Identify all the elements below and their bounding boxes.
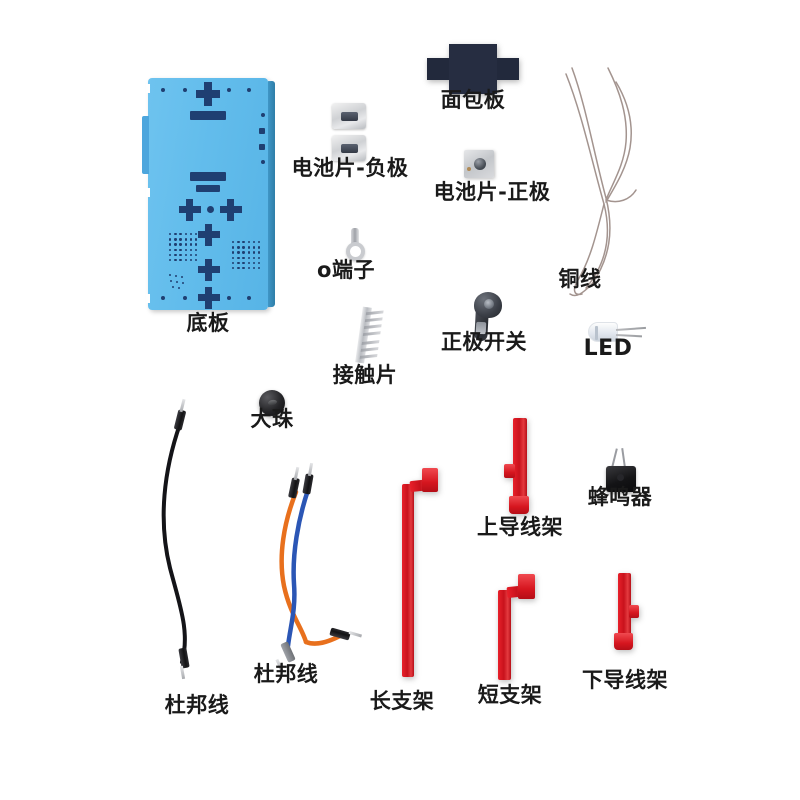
baseplate-bar-slot [196, 185, 220, 192]
label-copper-wire: 铜线 [558, 267, 602, 291]
baseplate-bar-slot [190, 111, 226, 120]
breadboard-icon [427, 44, 519, 94]
battery-contact-plate [332, 103, 366, 129]
bead-icon [259, 390, 285, 416]
buzzer-icon [600, 448, 642, 492]
positive-switch-icon [470, 292, 504, 342]
label-positive-switch: 正极开关 [441, 330, 527, 354]
o-terminal-icon [344, 228, 366, 264]
short-bracket-icon [494, 568, 538, 680]
baseplate-cross-slot [198, 224, 220, 246]
baseplate-hole [161, 88, 165, 92]
breadboard-vertical-arm [449, 44, 497, 94]
baseplate-notch [146, 188, 150, 197]
label-short-bracket: 短支架 [477, 683, 543, 707]
lower-rack-foot [614, 633, 633, 650]
led-icon [588, 318, 646, 348]
copper-wire-icon [548, 58, 658, 303]
label-contact-strip: 接触片 [332, 363, 398, 387]
baseplate-notch [146, 84, 150, 93]
label-lower-wire-rack: 下导线架 [582, 668, 668, 692]
long-bracket-head [422, 468, 438, 492]
baseplate-hole [227, 88, 231, 92]
label-dupont-wire-single: 杜邦线 [164, 693, 230, 717]
label-buzzer: 蜂鸣器 [587, 485, 653, 509]
baseplate-cross-slot [198, 287, 220, 309]
buzzer-body [606, 466, 636, 492]
baseplate-cross-slot [196, 82, 220, 106]
label-o-terminal: o端子 [317, 258, 375, 282]
label-baseplate: 底板 [186, 311, 230, 335]
upper-rack-body [513, 418, 527, 500]
baseplate-bar-slot [190, 172, 226, 181]
baseplate-hole [247, 88, 251, 92]
dupont-wire-icon [250, 460, 380, 672]
baseplate-notch [146, 294, 150, 303]
baseplate-hole [161, 296, 165, 300]
label-dupont-wire-pair: 杜邦线 [253, 662, 319, 686]
o-terminal-ring [346, 242, 365, 261]
baseplate-clip-tab [142, 116, 149, 174]
long-bracket-icon [398, 462, 442, 677]
led-lens [588, 322, 618, 342]
lower-rack-nub [629, 605, 639, 618]
baseplate-icon [142, 78, 275, 310]
label-upper-wire-rack: 上导线架 [477, 515, 563, 539]
o-terminal-stem [351, 228, 359, 244]
label-breadboard: 面包板 [440, 88, 506, 112]
baseplate-cross-slot [179, 199, 201, 221]
long-bracket-shaft [402, 484, 414, 677]
baseplate-edge-hole [259, 144, 265, 150]
label-battery-contact-positive: 电池片-正极 [433, 180, 551, 204]
upper-wire-rack-icon [503, 418, 537, 518]
dupont-wire-icon [150, 398, 260, 680]
label-battery-contact-negative: 电池片-负极 [291, 156, 409, 180]
lower-wire-rack-icon [610, 573, 642, 653]
baseplate-hole [247, 296, 251, 300]
lower-rack-body [618, 573, 631, 637]
baseplate-hole [207, 206, 214, 213]
battery-contact-plate [332, 135, 366, 161]
positive-switch-pivot-hole [484, 299, 494, 309]
battery-contact-negative-icon [332, 103, 366, 161]
baseplate-edge-hole [261, 160, 265, 164]
short-bracket-shaft [498, 590, 511, 680]
baseplate-cross-slot [220, 199, 242, 221]
battery-contact-positive-icon [464, 150, 494, 178]
baseplate-cross-slot [198, 259, 220, 281]
baseplate-hole [227, 296, 231, 300]
baseplate-edge-hole [261, 113, 265, 117]
upper-rack-nub [504, 464, 515, 478]
led-anode-leg [615, 326, 646, 331]
label-long-bracket: 长支架 [369, 689, 435, 713]
baseplate-hole [183, 88, 187, 92]
upper-rack-foot [509, 496, 529, 514]
baseplate-edge-hole [259, 128, 265, 134]
label-led: LED [583, 336, 633, 361]
short-bracket-head [518, 574, 535, 599]
label-bead: 大珠 [250, 407, 294, 431]
baseplate-hole [183, 296, 187, 300]
